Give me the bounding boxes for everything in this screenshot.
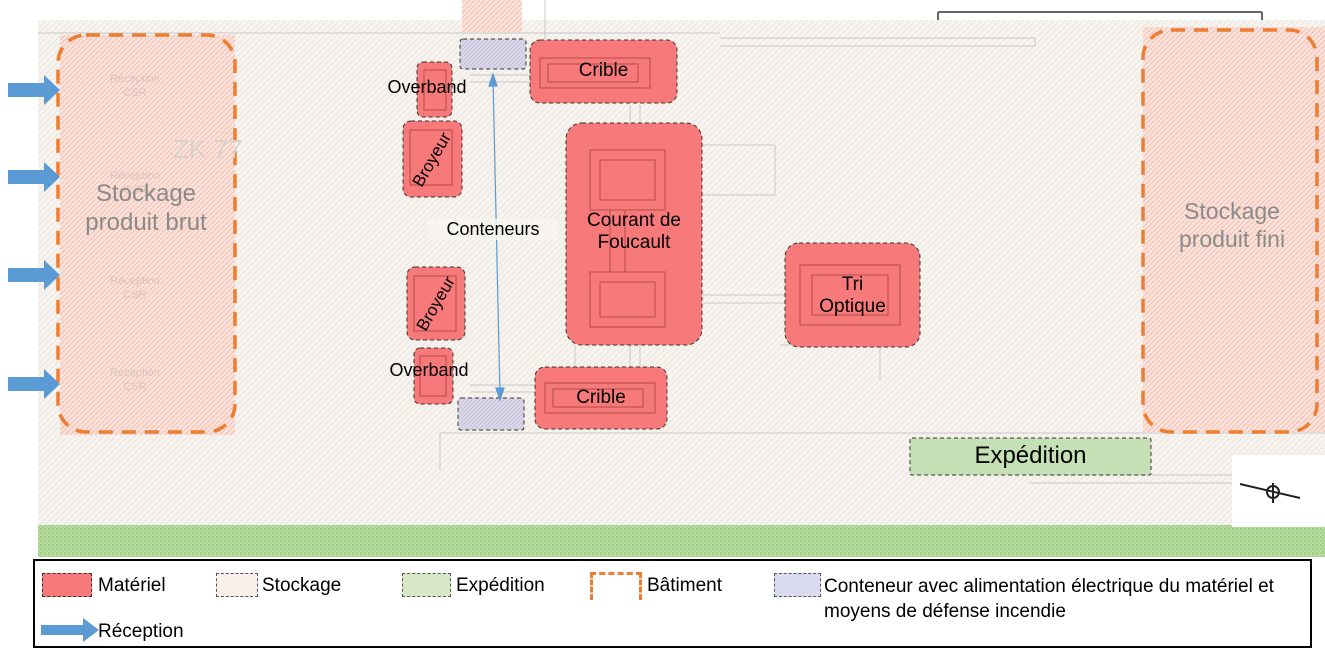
legend-swatch-reception bbox=[41, 618, 99, 642]
grass-strip bbox=[38, 525, 1325, 557]
legend-label-batiment: Bâtiment bbox=[647, 575, 722, 596]
courant-label: Courant de Foucault bbox=[586, 210, 681, 253]
reception-faint-label: Réception CSR bbox=[110, 367, 160, 394]
broyeur-top-block bbox=[402, 120, 463, 198]
reception-faint-label: Réception CSR bbox=[110, 275, 160, 302]
overband-bottom-label: Overband bbox=[389, 360, 469, 380]
legend-label-conteneur: Conteneur avec alimentation électrique d… bbox=[824, 576, 1274, 622]
overband-bottom-block bbox=[413, 347, 454, 405]
container-top bbox=[459, 38, 527, 70]
overband-top-block bbox=[416, 61, 453, 118]
machine-details bbox=[409, 57, 901, 414]
reception-arrow bbox=[8, 75, 60, 105]
container-bottom bbox=[457, 397, 525, 431]
legend-label-stockage: Stockage bbox=[262, 575, 342, 596]
conteneurs-label: Conteneurs bbox=[428, 219, 558, 240]
legend-label-expedition: Expédition bbox=[456, 575, 545, 596]
legend-label-reception: Réception bbox=[98, 621, 184, 642]
reception-arrow bbox=[8, 162, 60, 192]
stock-left-label: Stockage produit brut bbox=[85, 180, 207, 236]
broyeur-bottom-block bbox=[406, 266, 466, 341]
stock-left-fill bbox=[60, 35, 235, 435]
zone-watermark: ZK 77 bbox=[173, 134, 243, 164]
stock-right-outline bbox=[1141, 28, 1319, 434]
legend-swatch-batiment bbox=[590, 572, 642, 600]
top-stub bbox=[462, 0, 522, 32]
reception-faint-label: Réception CSR bbox=[110, 73, 160, 100]
tri-label: Tri Optique bbox=[819, 274, 886, 317]
stock-right-fill bbox=[1143, 27, 1325, 432]
legend: Matériel Stockage Expédition Bâtiment Co… bbox=[33, 559, 1312, 648]
legend-swatch-stockage bbox=[216, 573, 258, 597]
tri-block bbox=[784, 242, 921, 348]
crible-bottom-label: Crible bbox=[576, 387, 626, 408]
equipment-blocks bbox=[402, 39, 921, 430]
legend-swatch-conteneur bbox=[774, 573, 821, 597]
crible-top-block bbox=[529, 39, 678, 104]
expedition-zone bbox=[909, 437, 1152, 476]
overband-top-label: Overband bbox=[387, 77, 467, 97]
reception-arrow bbox=[8, 369, 60, 399]
reception-arrows bbox=[8, 75, 60, 399]
crible-top-label: Crible bbox=[578, 60, 629, 81]
expedition-label: Expédition bbox=[974, 442, 1087, 469]
stock-right-label: Stockage produit fini bbox=[1178, 198, 1286, 252]
legend-swatch-materiel bbox=[42, 573, 92, 597]
north-symbol bbox=[1232, 455, 1325, 527]
reception-faint-label: Réception CSR bbox=[110, 170, 160, 197]
legend-swatch-expedition bbox=[402, 573, 451, 597]
legend-label-materiel: Matériel bbox=[98, 575, 166, 596]
stock-left-outline bbox=[56, 33, 237, 434]
reception-arrow bbox=[8, 260, 60, 290]
